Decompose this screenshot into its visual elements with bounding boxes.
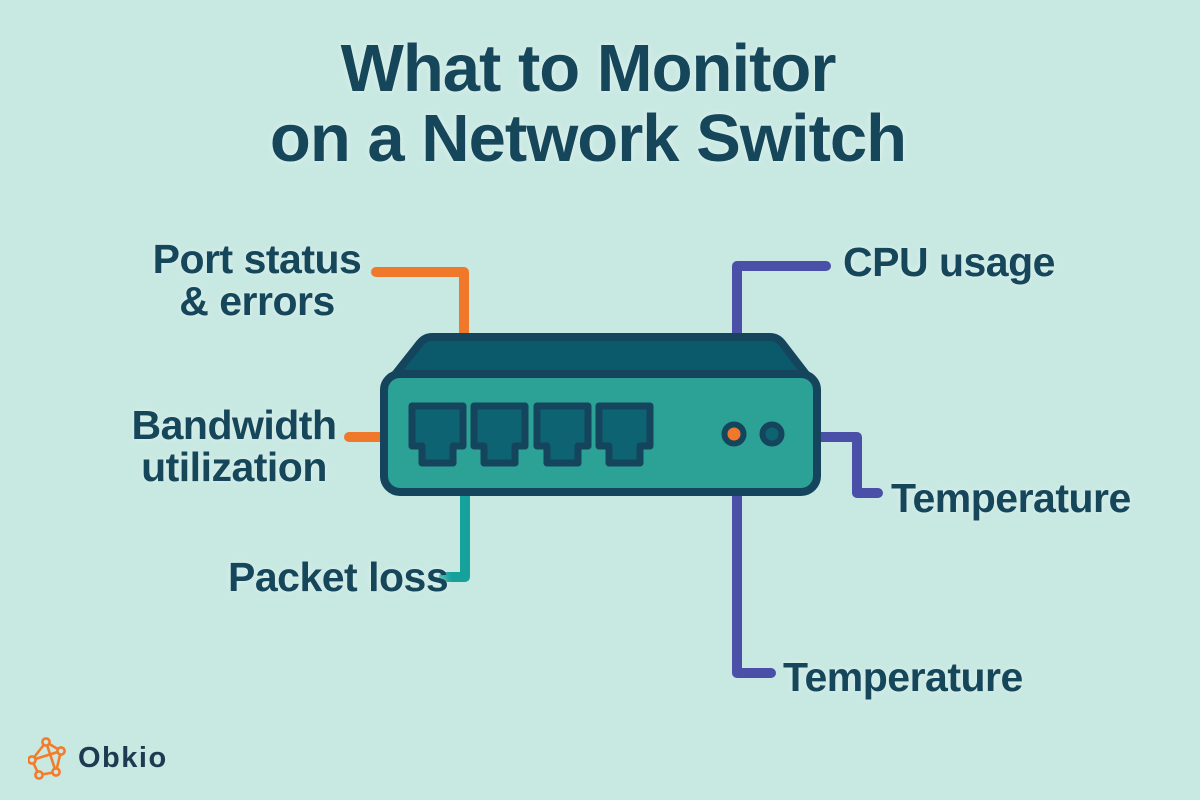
- page-title: What to Monitor on a Network Switch: [0, 34, 1176, 174]
- dark-led: [759, 421, 785, 447]
- obkio-logo: Obkio: [28, 736, 168, 780]
- rj45-port-4: [595, 402, 654, 467]
- label-port-status-line2: & errors: [179, 278, 335, 324]
- orange-led: [721, 421, 747, 447]
- rj45-port-3: [533, 402, 592, 467]
- rj45-port-1: [408, 402, 467, 467]
- label-temperature-right: Temperature: [891, 475, 1131, 521]
- label-port-status-line1: Port status: [152, 236, 362, 282]
- label-port-status: Port status & errors: [117, 238, 397, 322]
- connector-temperature-right: [805, 432, 883, 498]
- label-bandwidth-line2: utilization: [141, 444, 327, 490]
- label-packet-loss: Packet loss: [228, 554, 449, 600]
- connector-packet-loss: [439, 479, 470, 582]
- connector-port-status: [371, 267, 469, 343]
- label-temperature-bottom: Temperature: [783, 654, 1023, 700]
- logo-wordmark: Obkio: [78, 741, 168, 774]
- title-line-1: What to Monitor: [340, 31, 837, 106]
- title-line-2: on a Network Switch: [269, 101, 907, 176]
- connector-temperature-bottom: [732, 481, 776, 678]
- label-bandwidth: Bandwidth utilization: [94, 404, 374, 488]
- rj45-port-2: [470, 402, 529, 467]
- label-cpu-usage: CPU usage: [843, 239, 1055, 285]
- connector-cpu-usage: [732, 261, 831, 347]
- switch-illustration: [380, 333, 821, 496]
- label-bandwidth-line1: Bandwidth: [131, 402, 337, 448]
- network-graph-icon: [28, 737, 66, 780]
